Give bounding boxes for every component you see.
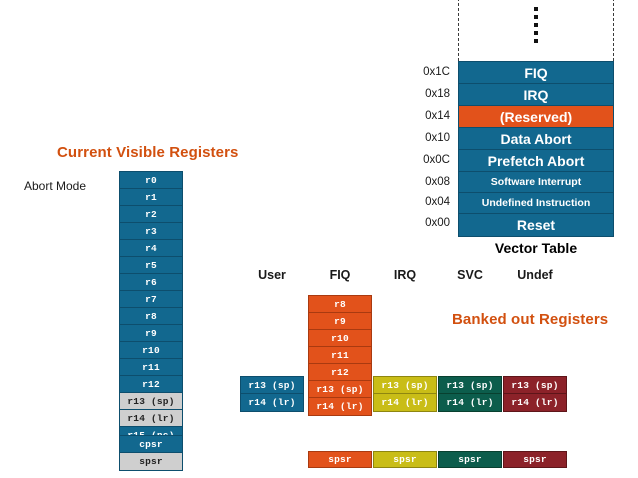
page-title-current-visible-registers: Current Visible Registers [57, 144, 239, 161]
vertical-dots-icon [534, 7, 538, 43]
vector-row-reset[interactable]: Reset [459, 214, 613, 236]
vector-row-data-abort[interactable]: Data Abort [459, 128, 613, 150]
register-cell[interactable]: r14 (lr) [120, 410, 182, 427]
vector-row-fiq[interactable]: FIQ [459, 62, 613, 84]
register-cell[interactable]: r8 [309, 296, 371, 313]
register-cell[interactable]: r12 [309, 364, 371, 381]
banked-spsr-fiq[interactable]: spsr [308, 451, 372, 468]
banked-column-user: r13 (sp) r14 (lr) [240, 376, 304, 412]
register-cell[interactable]: r11 [309, 347, 371, 364]
register-cell[interactable]: r8 [120, 308, 182, 325]
register-cell[interactable]: r2 [120, 206, 182, 223]
vector-address: 0x14 [425, 110, 450, 122]
vector-row-reserved[interactable]: (Reserved) [459, 106, 613, 128]
banked-column-header-user: User [258, 268, 286, 282]
current-registers-stack: r0 r1 r2 r3 r4 r5 r6 r7 r8 r9 r10 r11 r1… [119, 171, 183, 445]
register-cell[interactable]: r12 [120, 376, 182, 393]
register-cell[interactable]: r13 (sp) [374, 377, 436, 394]
register-cell[interactable]: r14 (lr) [241, 394, 303, 411]
register-cell[interactable]: r9 [309, 313, 371, 330]
register-cell[interactable]: r1 [120, 189, 182, 206]
banked-column-irq: r13 (sp) r14 (lr) [373, 376, 437, 412]
register-cell[interactable]: r13 (sp) [504, 377, 566, 394]
banked-column-svc: r13 (sp) r14 (lr) [438, 376, 502, 412]
banked-column-header-fiq: FIQ [329, 268, 351, 282]
vector-row-undefined-instruction[interactable]: Undefined Instruction [459, 193, 613, 214]
abort-mode-label: Abort Mode [24, 179, 87, 193]
vector-address: 0x00 [425, 217, 450, 229]
register-cell-cpsr[interactable]: cpsr [120, 436, 182, 453]
register-cell[interactable]: r14 (lr) [504, 394, 566, 411]
register-cell[interactable]: r0 [120, 172, 182, 189]
vector-table: FIQ IRQ (Reserved) Data Abort Prefetch A… [458, 61, 614, 237]
register-cell[interactable]: r11 [120, 359, 182, 376]
vector-address: 0x18 [425, 88, 450, 100]
register-cell[interactable]: r14 (lr) [309, 398, 371, 415]
vector-row-prefetch-abort[interactable]: Prefetch Abort [459, 150, 613, 172]
vector-row-irq[interactable]: IRQ [459, 84, 613, 106]
section-title-banked-out-registers: Banked out Registers [452, 311, 609, 328]
register-cell[interactable]: r7 [120, 291, 182, 308]
register-cell[interactable]: r3 [120, 223, 182, 240]
banked-spsr-undef[interactable]: spsr [503, 451, 567, 468]
vector-address: 0x10 [425, 132, 450, 144]
register-cell[interactable]: r4 [120, 240, 182, 257]
banked-column-fiq: r8 r9 r10 r11 r12 r13 (sp) r14 (lr) [308, 295, 372, 416]
register-cell[interactable]: r5 [120, 257, 182, 274]
vector-table-continuation-box [458, 0, 614, 61]
register-cell[interactable]: r13 (sp) [439, 377, 501, 394]
register-cell[interactable]: r6 [120, 274, 182, 291]
register-cell[interactable]: r13 (sp) [120, 393, 182, 410]
register-cell-spsr[interactable]: spsr [120, 453, 182, 470]
banked-column-undef: r13 (sp) r14 (lr) [503, 376, 567, 412]
banked-spsr-irq[interactable]: spsr [373, 451, 437, 468]
banked-column-header-irq: IRQ [393, 268, 417, 282]
register-cell[interactable]: r10 [120, 342, 182, 359]
current-status-registers-stack: cpsr spsr [119, 435, 183, 471]
register-cell[interactable]: r14 (lr) [439, 394, 501, 411]
banked-column-header-svc: SVC [457, 268, 483, 282]
register-cell[interactable]: r13 (sp) [309, 381, 371, 398]
register-cell[interactable]: r10 [309, 330, 371, 347]
vector-address: 0x08 [425, 176, 450, 188]
vector-address: 0x04 [425, 196, 450, 208]
register-cell[interactable]: r13 (sp) [241, 377, 303, 394]
register-cell[interactable]: r9 [120, 325, 182, 342]
vector-address: 0x0C [423, 154, 450, 166]
register-cell[interactable]: r14 (lr) [374, 394, 436, 411]
vector-row-software-interrupt[interactable]: Software Interrupt [459, 172, 613, 193]
vector-table-caption: Vector Table [494, 240, 578, 256]
banked-column-header-undef: Undef [517, 268, 553, 282]
banked-spsr-svc[interactable]: spsr [438, 451, 502, 468]
vector-address: 0x1C [423, 66, 450, 78]
